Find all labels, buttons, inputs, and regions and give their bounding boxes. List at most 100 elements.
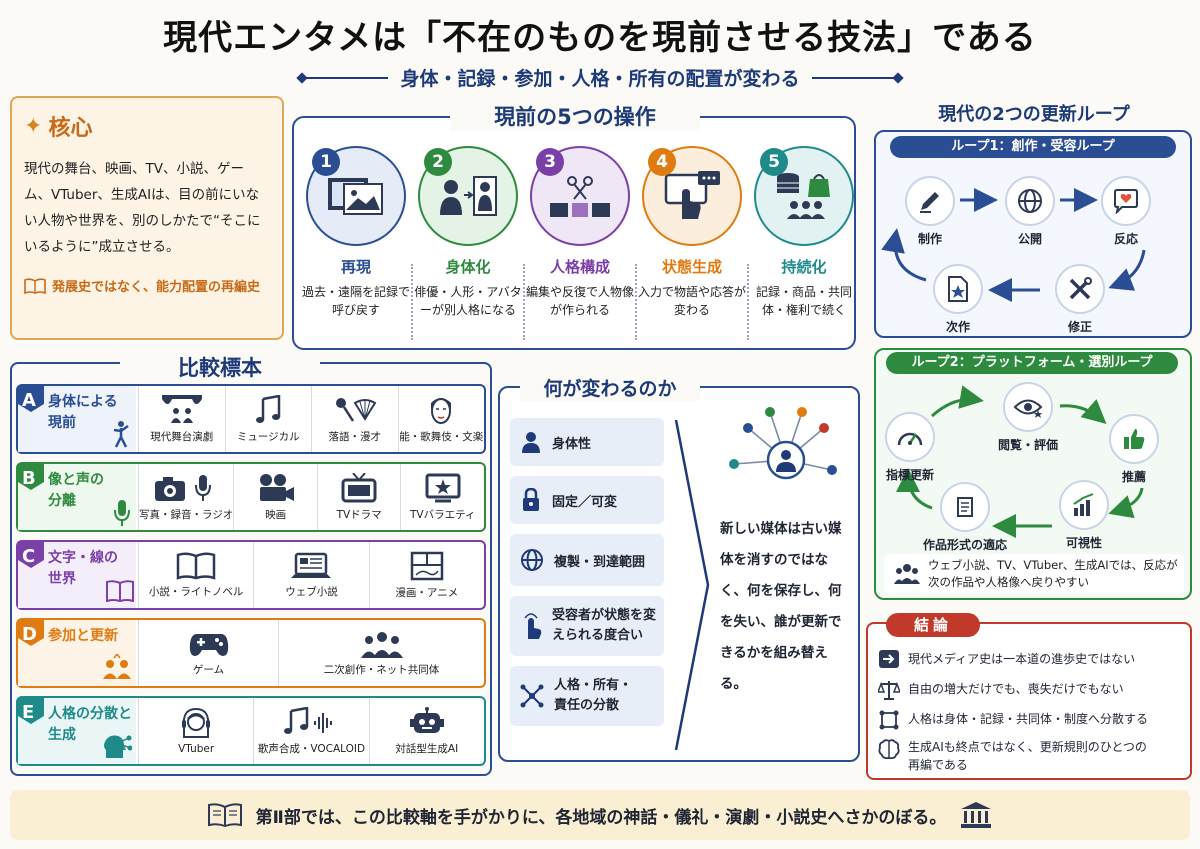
museum-icon <box>961 802 992 828</box>
change-item-label: 複製・到達範囲 <box>554 554 646 570</box>
row-item: 二次創作・ネット共同体 <box>278 620 484 686</box>
network-nodes-icon <box>520 684 544 708</box>
row-item: 対話型生成AI <box>368 698 484 764</box>
row-letter: B <box>22 468 36 489</box>
waveform-icon <box>284 706 333 734</box>
operation-divider <box>747 264 749 340</box>
row-item: 映画 <box>233 464 317 530</box>
row-item-label: TVバラエティ <box>409 508 476 521</box>
operation-name: 再現 <box>340 258 371 276</box>
row-item-label: 小説・ライトノベル <box>148 585 244 598</box>
book-icon <box>106 580 134 602</box>
pen-icon <box>905 176 955 226</box>
loop1-node-label: 修正 <box>1067 320 1092 334</box>
operations-panel: 1 再現 過去・遠隔を記録で呼び戻す 2 身体化 俳優・人形・アバターが別人格に… <box>292 116 856 350</box>
comparison-row-c: C 文字・線の世界 小説・ライトノベル ウェブ小説 漫画・アニメ <box>16 540 486 610</box>
change-item: 複製・到達範囲 <box>510 534 664 586</box>
row-item-label: 写真・録音・ラジオ <box>139 508 234 521</box>
conclusion-text: 現代メディア史は一本道の進歩史ではない <box>908 652 1136 666</box>
subtitle-row: 身体・記録・参加・人格・所有の配置が変わる <box>0 64 1200 91</box>
conclusion-item: 自由の増大だけでも、喪失だけでもない <box>878 680 1178 700</box>
heart-bubble-icon <box>1101 176 1151 226</box>
core-heading: 核心 <box>48 116 93 141</box>
loop1-node-label: 公開 <box>1017 232 1042 246</box>
loop1-panel <box>874 130 1192 338</box>
thumbs-up-icon <box>1109 414 1159 464</box>
document-star-icon <box>933 264 983 314</box>
row-label: 人格の分散と生成 <box>48 706 132 743</box>
operation-divider <box>411 264 413 340</box>
subtitle-right-rule <box>811 76 898 79</box>
noh-mask-icon <box>431 397 452 424</box>
row-items: 小説・ライトノベル ウェブ小説 漫画・アニメ <box>138 542 484 608</box>
change-item-label: 固定／可変 <box>552 494 618 510</box>
loop1-node-label: 制作 <box>917 232 942 246</box>
loop2-node-label: 閲覧・評価 <box>997 438 1058 452</box>
row-item-label: 対話型生成AI <box>395 742 459 755</box>
document-cycle-icon <box>940 482 990 532</box>
operation-name: 持続化 <box>781 258 827 276</box>
loop1-arrows <box>881 188 1146 302</box>
row-item-label: ミュージカル <box>236 430 300 443</box>
operation-desc: 編集や反復で人物像が作られる <box>526 285 635 317</box>
loop2-node-recommend: 推薦 <box>1094 414 1174 485</box>
row-label: 文字・線の世界 <box>48 550 118 587</box>
footer-banner: 第Ⅱ部では、この比較軸を手がかりに、各地域の神話・儀礼・演劇・小説史へさかのぼる… <box>10 790 1190 840</box>
row-item: 能・歌舞伎・文楽 <box>397 386 485 452</box>
row-item: 現代舞台演劇 <box>138 386 225 452</box>
row-items: 写真・録音・ラジオ 映画 TVドラマ TVバラエティ <box>138 464 484 530</box>
loop2-arrows <box>896 385 1144 538</box>
operation-number: 2 <box>424 148 452 176</box>
change-item: 人格・所有・責任の分散 <box>510 666 664 726</box>
conclusion-text: 自由の増大だけでも、喪失だけでもない <box>908 682 1124 696</box>
row-item: 落語・漫才 <box>311 386 398 452</box>
operation-5: 5 持続化 記録・商品・共同体・権利で続く <box>750 134 858 319</box>
music-note-icon <box>256 394 281 423</box>
open-book-icon <box>24 277 46 294</box>
row-item: ミュージカル <box>224 386 312 452</box>
distributed-network-icon <box>729 407 837 480</box>
tools-icon <box>1055 264 1105 314</box>
core-panel: ✦ 核心 現代の舞台、映画、TV、小説、ゲーム、VTuber、生成AIは、目の前… <box>10 96 284 340</box>
core-note: 発展史ではなく、能力配置の再編史 <box>52 280 261 295</box>
operation-name: 身体化 <box>445 258 491 276</box>
loop2-node-label: 作品形式の適応 <box>922 538 1007 552</box>
row-label-box: C 文字・線の世界 <box>18 542 136 608</box>
row-item-label: TVドラマ <box>336 508 382 521</box>
operation-4: 4 状態生成 入力で物語や応答が変わる <box>638 134 746 319</box>
arrow-right-icon <box>879 650 899 668</box>
bar-chart-up-icon <box>1059 480 1109 530</box>
loop2-node-metrics: 指標更新 <box>870 412 950 483</box>
film-camera-icon <box>259 473 294 501</box>
row-label: 参加と更新 <box>48 628 118 644</box>
comparison-row-b: B 像と声の分離 写真・録音・ラジオ 映画 TVドラマ TVバラエティ <box>16 462 486 532</box>
comparison-row-e: E 人格の分散と生成 VTuber 歌声合成・VOCALOID 対話型生成AI <box>16 696 486 766</box>
laptop-icon <box>291 552 332 578</box>
row-label: 像と声の分離 <box>48 472 104 509</box>
open-book-icon <box>207 803 242 827</box>
changes-text: 新しい媒体は古い媒体を消すのではなく、何を保存し、何を失い、誰が更新できるかを組… <box>720 521 842 692</box>
loop1-node-produce: 制作 <box>890 176 970 247</box>
gauge-icon <box>885 412 935 462</box>
microphone-icon <box>114 500 130 526</box>
lock-icon <box>523 488 539 511</box>
loop2-node-visibility: 可視性 <box>1044 480 1124 551</box>
book-icon <box>176 551 216 580</box>
page-subtitle: 身体・記録・参加・人格・所有の配置が変わる <box>400 68 800 90</box>
operation-number: 5 <box>760 148 788 176</box>
row-letter: A <box>22 390 36 411</box>
core-heading-row: ✦ 核心 <box>24 110 270 142</box>
row-item-label: 二次創作・ネット共同体 <box>323 663 440 676</box>
change-item-label: 身体性 <box>552 436 592 452</box>
conclusion-item: 現代メディア史は一本道の進歩史ではない <box>878 650 1178 668</box>
row-item: 歌声合成・VOCALOID <box>253 698 368 764</box>
loop1-node-publish: 公開 <box>990 176 1070 247</box>
changes-title: 何が変わるのか <box>520 374 700 401</box>
operation-divider <box>635 264 637 340</box>
loops-title: 現代の2つの更新ループ <box>938 104 1130 125</box>
operation-name: 人格構成 <box>549 258 610 276</box>
globe-icon <box>1005 176 1055 226</box>
camera-mic-icon <box>155 474 212 501</box>
row-item: 漫画・アニメ <box>368 542 484 608</box>
group-icon <box>894 564 920 584</box>
